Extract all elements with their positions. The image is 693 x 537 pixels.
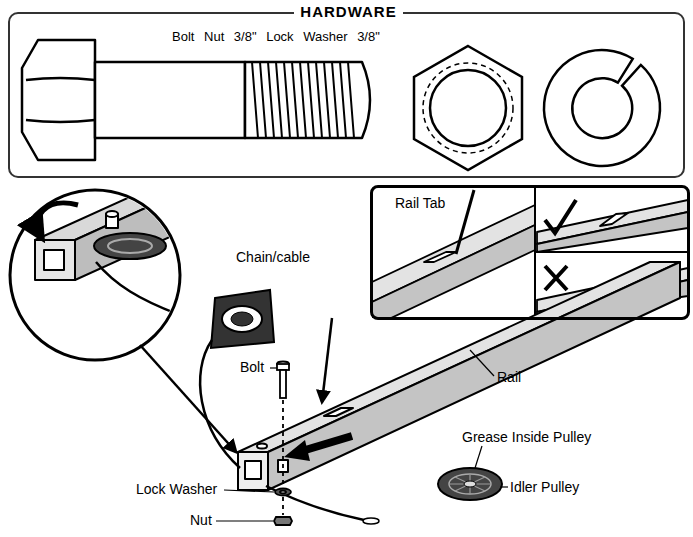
- inset-leader-arrow: [322, 318, 332, 402]
- bolt-threads: [252, 62, 354, 138]
- part-label: Nut: [190, 513, 212, 528]
- cable-plate: [211, 290, 274, 348]
- rail-bolt-hole: [257, 444, 267, 449]
- ok-tab-bent: [600, 213, 628, 226]
- leader-line: [270, 367, 277, 368]
- cable-plate-center: [231, 312, 253, 326]
- inset-rail-tab: [424, 252, 456, 262]
- pulley-hub: [464, 481, 476, 487]
- small-nut: [274, 517, 292, 525]
- fastener-stack: [274, 362, 292, 526]
- chain-cable-drawing: [200, 290, 379, 524]
- bolt-head-facet: [26, 78, 95, 122]
- pulley-body: [438, 468, 502, 500]
- rail-drawing: [238, 262, 680, 490]
- detail-turn-arrow: [38, 203, 78, 238]
- leader-line: [216, 520, 273, 521]
- hardware-heading: HARDWARE: [10, 4, 687, 21]
- x-mark: [545, 266, 567, 290]
- hardware-heading: HARDWARE: [294, 3, 402, 20]
- detail-leader-arrow: [140, 345, 236, 452]
- rail-end: [238, 452, 268, 490]
- check-mark: [545, 200, 576, 233]
- rail-tab-label: Rail Tab: [395, 196, 445, 211]
- pulley-ring: [449, 474, 491, 494]
- nut-thread-circle: [423, 63, 513, 153]
- pulley-spokes: [449, 474, 491, 494]
- cable: [200, 340, 240, 468]
- cable-end: [363, 518, 379, 524]
- cable-plate-ring: [222, 306, 262, 332]
- pulley-detail-circle: [10, 172, 225, 360]
- leader-line: [500, 486, 508, 487]
- leader-line: [470, 350, 494, 376]
- leader-line: [224, 490, 274, 492]
- insert-arrow-head: [284, 440, 310, 461]
- leader-line: [475, 446, 482, 468]
- rail-tab-inset: Rail Tab: [370, 185, 690, 320]
- rail-side: [268, 262, 680, 490]
- part-label: Idler Pulley: [510, 480, 579, 495]
- part-label: Chain/cable: [236, 250, 310, 265]
- small-lock-washer-hole: [280, 491, 286, 494]
- ok-rail-side: [537, 212, 688, 252]
- part-label: Rail: [497, 370, 521, 385]
- cable: [266, 486, 364, 520]
- bolt-head: [22, 40, 95, 160]
- detail-rail-hole: [44, 250, 64, 270]
- hardware-bolt: [22, 40, 370, 160]
- hardware-box: HARDWAREBolt Nut 3/8" Lock Washer 3/8": [8, 12, 685, 178]
- small-bolt-shank: [280, 370, 286, 398]
- small-lock-washer: [275, 489, 291, 496]
- detail-rail-end: [35, 240, 75, 280]
- part-label: Grease Inside Pulley: [462, 430, 591, 445]
- detail-pulley: [94, 233, 166, 259]
- rail-top: [238, 262, 680, 452]
- bolt-shank: [95, 62, 245, 138]
- nut-hexagon: [414, 46, 522, 170]
- hardware-list: Bolt Nut 3/8" Lock Washer 3/8": [172, 30, 380, 44]
- detail-bolt-top: [106, 211, 118, 217]
- assembly-line: [282, 400, 284, 488]
- inset-rail-side: [372, 225, 535, 318]
- screwdriver: [456, 190, 474, 254]
- idler-pulley-drawing: [438, 468, 502, 500]
- inset-divider: [535, 251, 688, 253]
- assembly-line: [282, 497, 284, 515]
- bolt-thread-body: [245, 62, 370, 138]
- detail-pulley-ring: [108, 239, 152, 253]
- lock-washer-drawing: [544, 50, 660, 166]
- rail-end-hole: [245, 461, 261, 479]
- nut-hole: [430, 70, 506, 146]
- part-label: Lock Washer: [136, 482, 217, 497]
- insert-arrow-shaft: [302, 436, 352, 451]
- part-label: Bolt: [240, 360, 264, 375]
- rail-tab-slot: [324, 408, 353, 416]
- detail-cable: [96, 262, 180, 315]
- hardware-nut: [414, 46, 522, 170]
